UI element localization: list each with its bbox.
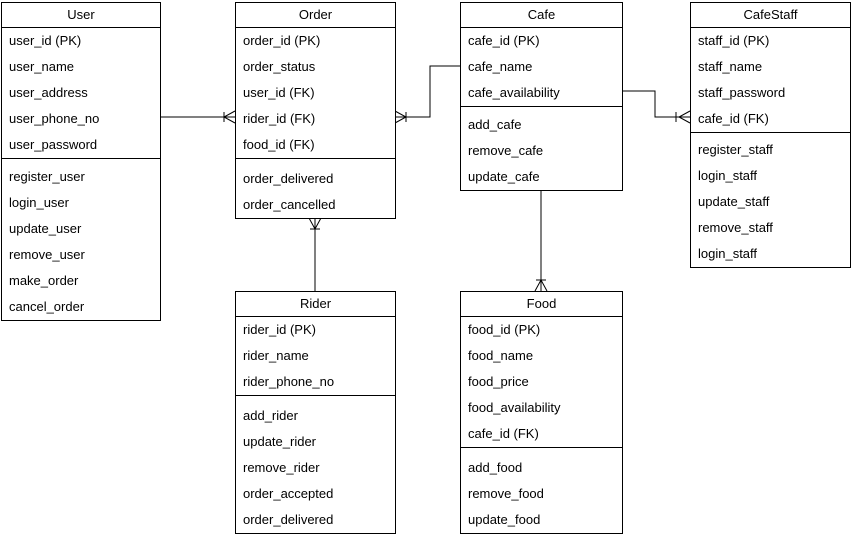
attribute: food_name (468, 348, 534, 363)
attribute: order_status (243, 59, 316, 74)
attributes-section: user_id (PK) user_name user_address user… (2, 28, 160, 158)
method: remove_user (9, 247, 85, 262)
attribute: cafe_id (FK) (698, 111, 769, 126)
entity-cafestaff: CafeStaff staff_id (PK) staff_name staff… (690, 2, 851, 268)
attribute: user_id (FK) (243, 85, 315, 100)
attributes-section: cafe_id (PK) cafe_name cafe_availability (461, 28, 622, 106)
relationship-user-order (160, 110, 236, 124)
relationship-cafe-food (534, 190, 548, 292)
attribute: cafe_id (FK) (468, 426, 539, 441)
attribute: rider_phone_no (243, 374, 335, 389)
entity-title: CafeStaff (691, 3, 850, 28)
entity-title: Order (236, 3, 395, 28)
methods-section: add_food remove_food update_food (461, 447, 622, 533)
method: remove_food (468, 486, 544, 501)
entity-rider: Rider rider_id (PK) rider_name rider_pho… (235, 291, 396, 534)
method: login_staff (698, 168, 758, 183)
attribute: staff_password (698, 85, 786, 100)
attributes-section: staff_id (PK) staff_name staff_password … (691, 28, 850, 132)
entity-title: Cafe (461, 3, 622, 28)
method: register_staff (698, 142, 773, 157)
method: update_rider (243, 434, 316, 449)
entity-cafe: Cafe cafe_id (PK) cafe_name cafe_availab… (460, 2, 623, 191)
method: update_user (9, 221, 82, 236)
method: register_user (9, 169, 85, 184)
method: order_accepted (243, 486, 334, 501)
methods-section: order_delivered order_cancelled (236, 158, 395, 218)
methods-section: register_staff login_staff update_staff … (691, 132, 850, 267)
attribute: rider_id (FK) (243, 111, 316, 126)
method: add_cafe (468, 117, 522, 132)
attribute: cafe_id (PK) (468, 33, 540, 48)
attributes-section: food_id (PK) food_name food_price food_a… (461, 317, 622, 447)
attribute: user_phone_no (9, 111, 100, 126)
attribute: food_availability (468, 400, 561, 415)
method: order_delivered (243, 512, 334, 527)
relationship-rider-order (308, 217, 322, 291)
method: cancel_order (9, 299, 85, 314)
method: update_food (468, 512, 541, 527)
connector-line (622, 90, 690, 118)
attribute: staff_id (PK) (698, 33, 770, 48)
method: add_rider (243, 408, 298, 423)
entity-food: Food food_id (PK) food_name food_price f… (460, 291, 623, 534)
method: add_food (468, 460, 523, 475)
attribute: cafe_availability (468, 85, 560, 100)
connector-line (395, 65, 460, 118)
methods-section: register_user login_user update_user rem… (2, 158, 160, 320)
method: remove_staff (698, 220, 773, 235)
crow-foot-many-icon (394, 110, 408, 124)
methods-section: add_cafe remove_cafe update_cafe (461, 106, 622, 190)
attribute: user_id (PK) (9, 33, 82, 48)
method: update_staff (698, 194, 770, 209)
entity-title: User (2, 3, 160, 28)
crow-foot-many-icon (308, 217, 322, 231)
method: make_order (9, 273, 79, 288)
attribute: user_name (9, 59, 75, 74)
attribute: staff_name (698, 59, 763, 74)
attribute: food_id (FK) (243, 137, 315, 152)
method: login_user (9, 195, 69, 210)
attribute: user_address (9, 85, 88, 100)
attribute: food_price (468, 374, 529, 389)
entity-title: Rider (236, 292, 395, 317)
attribute: cafe_name (468, 59, 533, 74)
attribute: rider_name (243, 348, 309, 363)
method: order_delivered (243, 171, 334, 186)
crow-foot-many-icon (675, 110, 691, 124)
attributes-section: order_id (PK) order_status user_id (FK) … (236, 28, 395, 158)
entity-user: User user_id (PK) user_name user_address… (1, 2, 161, 321)
crow-foot-many-icon (534, 278, 548, 292)
method: update_cafe (468, 169, 540, 184)
relationship-cafe-cafestaff (622, 90, 691, 124)
crow-foot-many-icon (222, 110, 236, 124)
attribute: food_id (PK) (468, 322, 541, 337)
methods-section: add_rider update_rider remove_rider orde… (236, 395, 395, 533)
entity-order: Order order_id (PK) order_status user_id… (235, 2, 396, 219)
attribute: order_id (PK) (243, 33, 321, 48)
attribute: rider_id (PK) (243, 322, 316, 337)
method: login_staff (698, 246, 758, 261)
method: order_cancelled (243, 197, 336, 212)
method: remove_cafe (468, 143, 544, 158)
method: remove_rider (243, 460, 320, 475)
attributes-section: rider_id (PK) rider_name rider_phone_no (236, 317, 395, 395)
attribute: user_password (9, 137, 98, 152)
entity-title: Food (461, 292, 622, 317)
relationship-cafe-order (394, 65, 460, 124)
